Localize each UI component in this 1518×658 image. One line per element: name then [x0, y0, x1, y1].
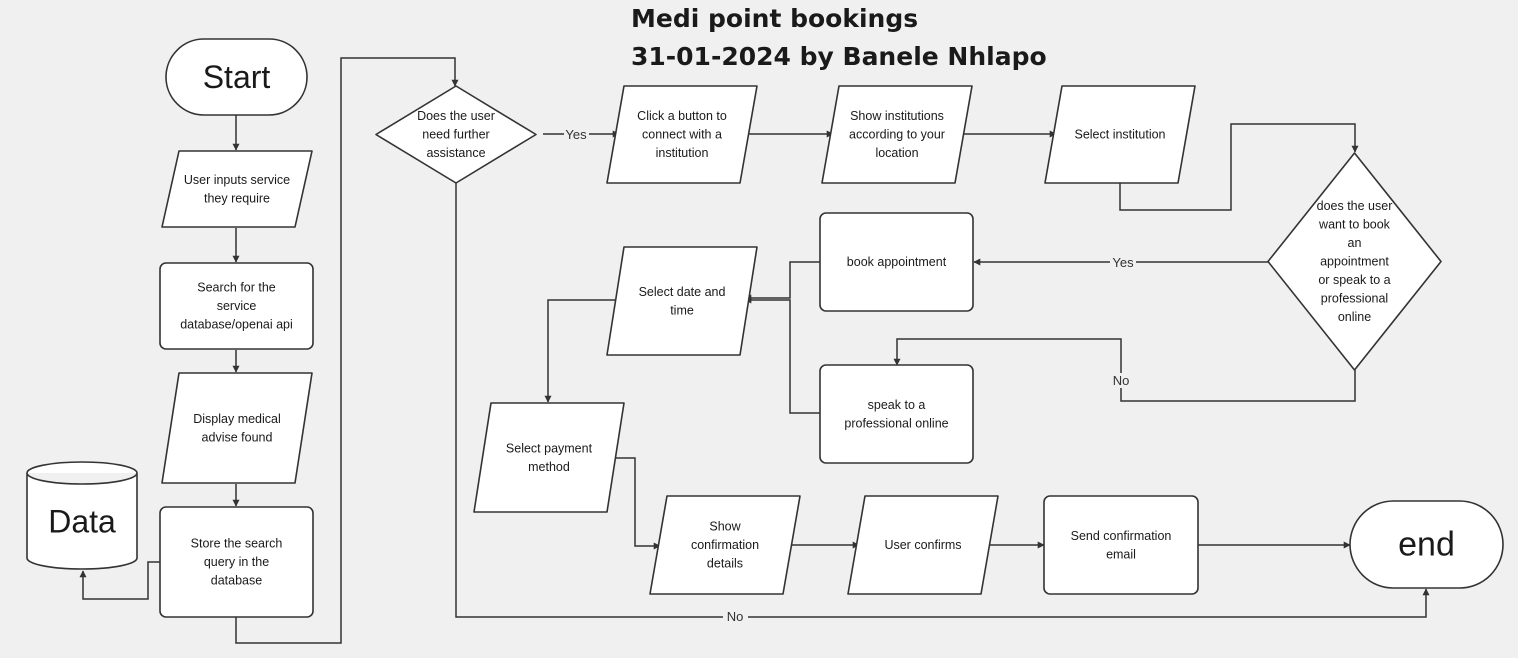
start-terminal: Start: [165, 38, 308, 116]
send-email-node-label: email: [1106, 547, 1136, 561]
show-confirmation-node: Show confirmation details: [649, 495, 801, 595]
decision-book-or-speak-label: appointment: [1320, 255, 1389, 269]
edge-store-to-data: [79, 561, 160, 600]
speak-professional-node-label: speak to a: [868, 398, 926, 412]
decision-book-or-speak-label: does the user: [1317, 199, 1393, 213]
data-store-cylinder-label: Data: [48, 504, 116, 540]
show-institutions-node-label: according to your: [849, 128, 945, 142]
search-service-node-label: service: [217, 299, 257, 313]
select-datetime-node-label: Select date and: [639, 285, 726, 299]
search-service-node-label: Search for the: [197, 281, 276, 295]
select-payment-node-label: method: [528, 460, 570, 474]
decision-book-or-speak-label: or speak to a: [1318, 273, 1390, 287]
select-payment-node: Select payment method: [473, 402, 625, 513]
edge-label-no-book: No: [1113, 373, 1130, 388]
start-terminal-label: Start: [203, 59, 271, 95]
decision-further-assistance: Does the user need further assistance: [375, 85, 537, 184]
select-payment-node-label: Select payment: [506, 441, 593, 455]
select-datetime-node: Select date and time: [606, 246, 758, 356]
edge-label-yes-assistance: Yes: [565, 127, 587, 142]
decision-further-assistance-label: assistance: [426, 146, 485, 160]
edge-book-to-datetime: [744, 261, 820, 302]
show-institutions-node: Show institutions according to your locati…: [821, 85, 973, 184]
store-query-node: Store the search query in the database: [159, 506, 314, 618]
store-query-node-label: Store the search: [191, 537, 283, 551]
edge-decision-no-to-speak: [897, 338, 1356, 402]
send-email-node-label: Send confirmation: [1071, 529, 1172, 543]
display-advice-node: Display medical advise found: [161, 372, 313, 484]
diagram-subtitle: 31-01-2024 by Banele Nhlapo: [631, 42, 1047, 71]
user-inputs-node: User inputs service they require: [161, 150, 313, 228]
show-institutions-node-label: Show institutions: [850, 109, 944, 123]
decision-book-or-speak: does the user want to book an appointment or…: [1267, 152, 1442, 371]
click-connect-node-label: institution: [656, 146, 709, 160]
show-confirmation-node-label: details: [707, 557, 743, 571]
decision-book-or-speak-label: want to book: [1318, 218, 1391, 232]
send-email-node: Send confirmation email: [1043, 495, 1199, 595]
speak-professional-node-label: professional online: [844, 416, 948, 430]
user-inputs-node-label: User inputs service: [184, 173, 290, 187]
data-store-cylinder: Data: [26, 461, 138, 570]
edge-label-yes-book: Yes: [1112, 255, 1134, 270]
edge-label-no-assistance: No: [727, 609, 744, 624]
decision-further-assistance-label: need further: [422, 128, 489, 142]
click-connect-node: Click a button to connect with a instituti…: [606, 85, 758, 184]
user-inputs-node-label: they require: [204, 191, 270, 205]
display-advice-node-label: advise found: [202, 430, 273, 444]
user-confirms-node-label: User confirms: [884, 538, 961, 552]
decision-book-or-speak-label: an: [1348, 236, 1362, 250]
show-confirmation-node-label: confirmation: [691, 538, 759, 552]
edge-decision-no-to-end: [455, 183, 1426, 618]
click-connect-node-label: Click a button to: [637, 109, 727, 123]
select-institution-node-label: Select institution: [1074, 128, 1165, 142]
show-confirmation-node-label: Show: [709, 520, 741, 534]
book-appointment-node: book appointment: [819, 212, 974, 312]
decision-book-or-speak-label: online: [1338, 310, 1371, 324]
store-query-node-label: database: [211, 574, 262, 588]
decision-further-assistance-label: Does the user: [417, 109, 495, 123]
edge-datetime-to-payment: [544, 299, 620, 403]
edge-payment-to-confirmation: [612, 457, 661, 550]
end-terminal: end: [1349, 500, 1504, 589]
edge-select-institution-to-decision: [1119, 123, 1359, 211]
edge-store-to-decision: [235, 57, 459, 644]
decision-book-or-speak-label: professional: [1321, 292, 1388, 306]
book-appointment-node-label: book appointment: [847, 255, 947, 269]
select-institution-node: Select institution: [1044, 85, 1196, 184]
show-institutions-node-label: location: [875, 146, 918, 160]
edge-speak-to-datetime: [744, 296, 820, 414]
end-terminal-label: end: [1398, 526, 1455, 564]
display-advice-node-label: Display medical: [193, 412, 281, 426]
speak-professional-node: speak to a professional online: [819, 364, 974, 464]
search-service-node-label: database/openai api: [180, 318, 293, 332]
store-query-node-label: query in the: [204, 555, 269, 569]
user-confirms-node: User confirms: [847, 495, 999, 595]
search-service-node: Search for the service database/openai api: [159, 262, 314, 350]
select-datetime-node-label: time: [670, 303, 694, 317]
click-connect-node-label: connect with a: [642, 128, 722, 142]
diagram-title: Medi point bookings: [631, 4, 919, 33]
